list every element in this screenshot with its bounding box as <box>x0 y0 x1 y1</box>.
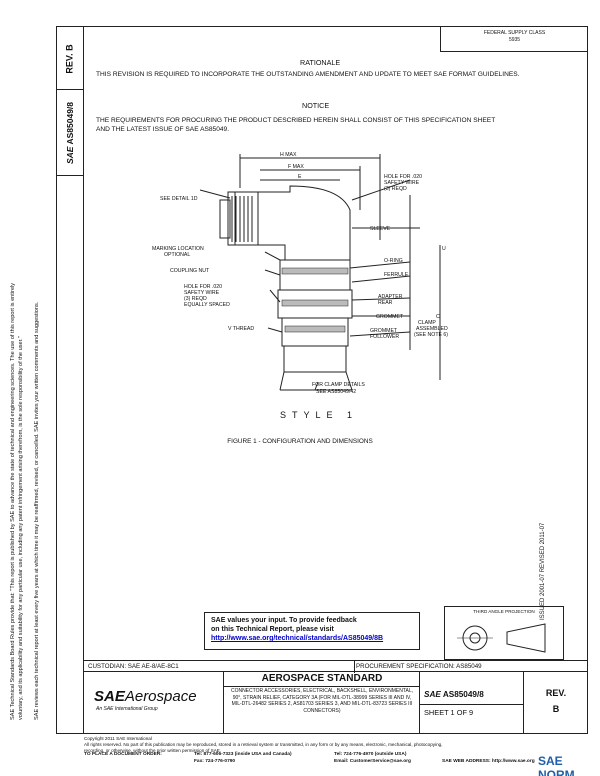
label-c: C <box>436 314 440 320</box>
label-for-clamp: FOR CLAMP DETAILS <box>312 382 365 388</box>
label-marking: MARKING LOCATION <box>152 246 204 252</box>
number-divider <box>420 704 524 705</box>
label-grommet: GROMMET <box>376 314 404 320</box>
label-hole-mid-4: EQUALLY SPACED <box>184 302 230 308</box>
sheet-number: SHEET 1 OF 9 <box>424 708 474 717</box>
rationale-heading: RATIONALE <box>300 58 341 67</box>
label-c-2: CLAMP <box>418 320 436 326</box>
label-v-thread: V THREAD <box>228 326 254 332</box>
web-address[interactable]: SAE WEB ADDRESS: http://www.sae.org <box>442 759 535 764</box>
vertical-doc-id: AS85049/8 <box>65 101 76 145</box>
side-notes: SAE Technical Standards Board Rules prov… <box>6 180 56 720</box>
third-angle-projection: THIRD ANGLE PROJECTION <box>444 606 564 660</box>
procurement-spec: PROCUREMENT SPECIFICATION: AS85049 <box>356 663 482 670</box>
label-grommet-follower-2: FOLLOWER <box>370 334 399 340</box>
title-block: SAEAerospace An SAE International Group … <box>84 672 588 734</box>
copyright-line-1: Copyright 2011 SAE International <box>84 736 152 741</box>
label-u: U <box>442 246 446 252</box>
left-column <box>56 26 84 734</box>
feedback-line-1: SAE values your input. To provide feedba… <box>211 617 357 624</box>
label-hole-mid-3: (3) REQD <box>184 296 207 302</box>
label-see-detail: SEE DETAIL 1D <box>160 196 198 202</box>
vertical-doc-number: SAE AS85049/8 <box>56 90 84 176</box>
label-marking-2: OPTIONAL <box>164 252 190 258</box>
place-order: TO PLACE A DOCUMENT ORDER: <box>84 752 162 757</box>
copyright: Copyright 2011 SAE International All rig… <box>84 736 588 753</box>
label-adapter: ADAPTER <box>378 294 403 300</box>
label-coupling-nut: COUPLING NUT <box>170 268 210 274</box>
label-hole-top: HOLE FOR .020 <box>384 174 422 180</box>
side-note-2: voluntary, and its applicability and sui… <box>18 336 24 720</box>
logo-sae: SAE <box>94 688 125 705</box>
projection-symbol-icon <box>457 623 546 653</box>
feedback-box: SAE values your input. To provide feedba… <box>204 612 420 650</box>
fsc-label: FEDERAL SUPPLY CLASS <box>483 30 546 36</box>
sae-aerospace-logo: SAEAerospace An SAE International Group <box>84 672 224 734</box>
feedback-line-2: on this Technical Report, please visit <box>211 626 334 633</box>
rev-label: REV. <box>545 688 567 698</box>
label-f-max: F MAX <box>288 164 304 170</box>
contacts: TO PLACE A DOCUMENT ORDER: Tel: 877-606-… <box>84 752 588 774</box>
standard-title: AEROSPACE STANDARD CONNECTOR ACCESSORIES… <box>224 672 420 734</box>
label-o-ring: O-RING <box>384 258 403 264</box>
label-grommet-follower: GROMMET <box>370 328 398 334</box>
copyright-line-2: All rights reserved. No part of this pub… <box>84 741 443 747</box>
fsc-value: 5935 <box>508 37 521 43</box>
doc-number: AS85049/8 <box>442 690 484 699</box>
rev-header: REV. B <box>60 32 80 86</box>
aerospace-standard: AEROSPACE STANDARD <box>261 673 383 684</box>
style-label: STYLE 1 <box>280 410 359 420</box>
label-sleeve: SLEEVE <box>370 226 391 232</box>
custodian-row: CUSTODIAN: SAE AE-8/AE-8C1 PROCUREMENT S… <box>84 660 588 673</box>
fax: Fax: 724-776-0790 <box>194 759 236 764</box>
label-h-max: H MAX <box>280 152 297 158</box>
label-adapter-2: REAR <box>378 300 393 306</box>
custodian: CUSTODIAN: SAE AE-8/AE-8C1 <box>88 663 179 670</box>
title-divider <box>224 686 420 687</box>
copyright-line-3: recording, or otherwise, without the pri… <box>84 747 222 753</box>
label-c-4: (SEE NOTE 6) <box>414 332 448 338</box>
feedback-link[interactable]: http://www.sae.org/technical/standards/A… <box>211 635 384 642</box>
rationale-text: THIS REVISION IS REQUIRED TO INCORPORATE… <box>96 71 520 78</box>
label-hole-top-3: (3) REQD <box>384 186 407 192</box>
rev-header-box <box>56 26 84 90</box>
rev-value: B <box>552 704 560 714</box>
logo-subtitle: An SAE International Group <box>96 706 158 712</box>
label-hole-mid-2: SAFETY WIRE <box>184 290 220 296</box>
configuration-drawing: H MAX F MAX E HOLE FOR .020 SAFETY WIRE … <box>152 152 448 395</box>
federal-supply-class: FEDERAL SUPPLY CLASS 5935 <box>440 26 588 52</box>
rev-header-value: B <box>65 44 76 51</box>
vertical-sae-logo: SAE <box>65 146 76 164</box>
label-ferrule: FERRULE <box>384 272 409 278</box>
label-for-clamp-2: SEE AS85049/42 <box>316 389 356 395</box>
side-note-1: SAE Technical Standards Board Rules prov… <box>10 282 16 720</box>
notice-text: THE REQUIREMENTS FOR PROCURING THE PRODU… <box>96 117 496 133</box>
revision-block: REV. B <box>524 672 588 734</box>
page-frame <box>56 26 588 734</box>
side-note-3: SAE reviews each technical report at lea… <box>34 301 40 720</box>
document-number-block: SAE AS85049/8 SHEET 1 OF 9 <box>420 672 524 734</box>
logo-aerospace: Aerospace <box>124 688 197 705</box>
label-e: E <box>298 174 302 180</box>
label-c-3: ASSEMBLED <box>416 326 448 332</box>
standard-description: CONNECTOR ACCESSORIES, ELECTRICAL, BACKS… <box>230 688 414 714</box>
doc-sae-logo: SAE <box>424 690 441 699</box>
label-hole-top-2: SAFETY WIRE <box>384 180 420 186</box>
email[interactable]: Email: CustomerService@sae.org <box>334 759 411 764</box>
rev-header-label: REV. <box>65 53 76 74</box>
watermark: SAE NORM <box>538 754 575 776</box>
notice-heading: NOTICE <box>302 101 330 110</box>
third-angle-label: THIRD ANGLE PROJECTION <box>473 609 535 614</box>
label-hole-mid: HOLE FOR .020 <box>184 284 222 290</box>
tel-inside: Tel: 877-606-7323 (inside USA and Canada… <box>194 752 292 757</box>
figure-caption: FIGURE 1 - CONFIGURATION AND DIMENSIONS <box>227 438 373 445</box>
custodian-divider <box>354 661 355 673</box>
tel-outside: Tel: 724-776-4970 (outside USA) <box>334 752 407 757</box>
